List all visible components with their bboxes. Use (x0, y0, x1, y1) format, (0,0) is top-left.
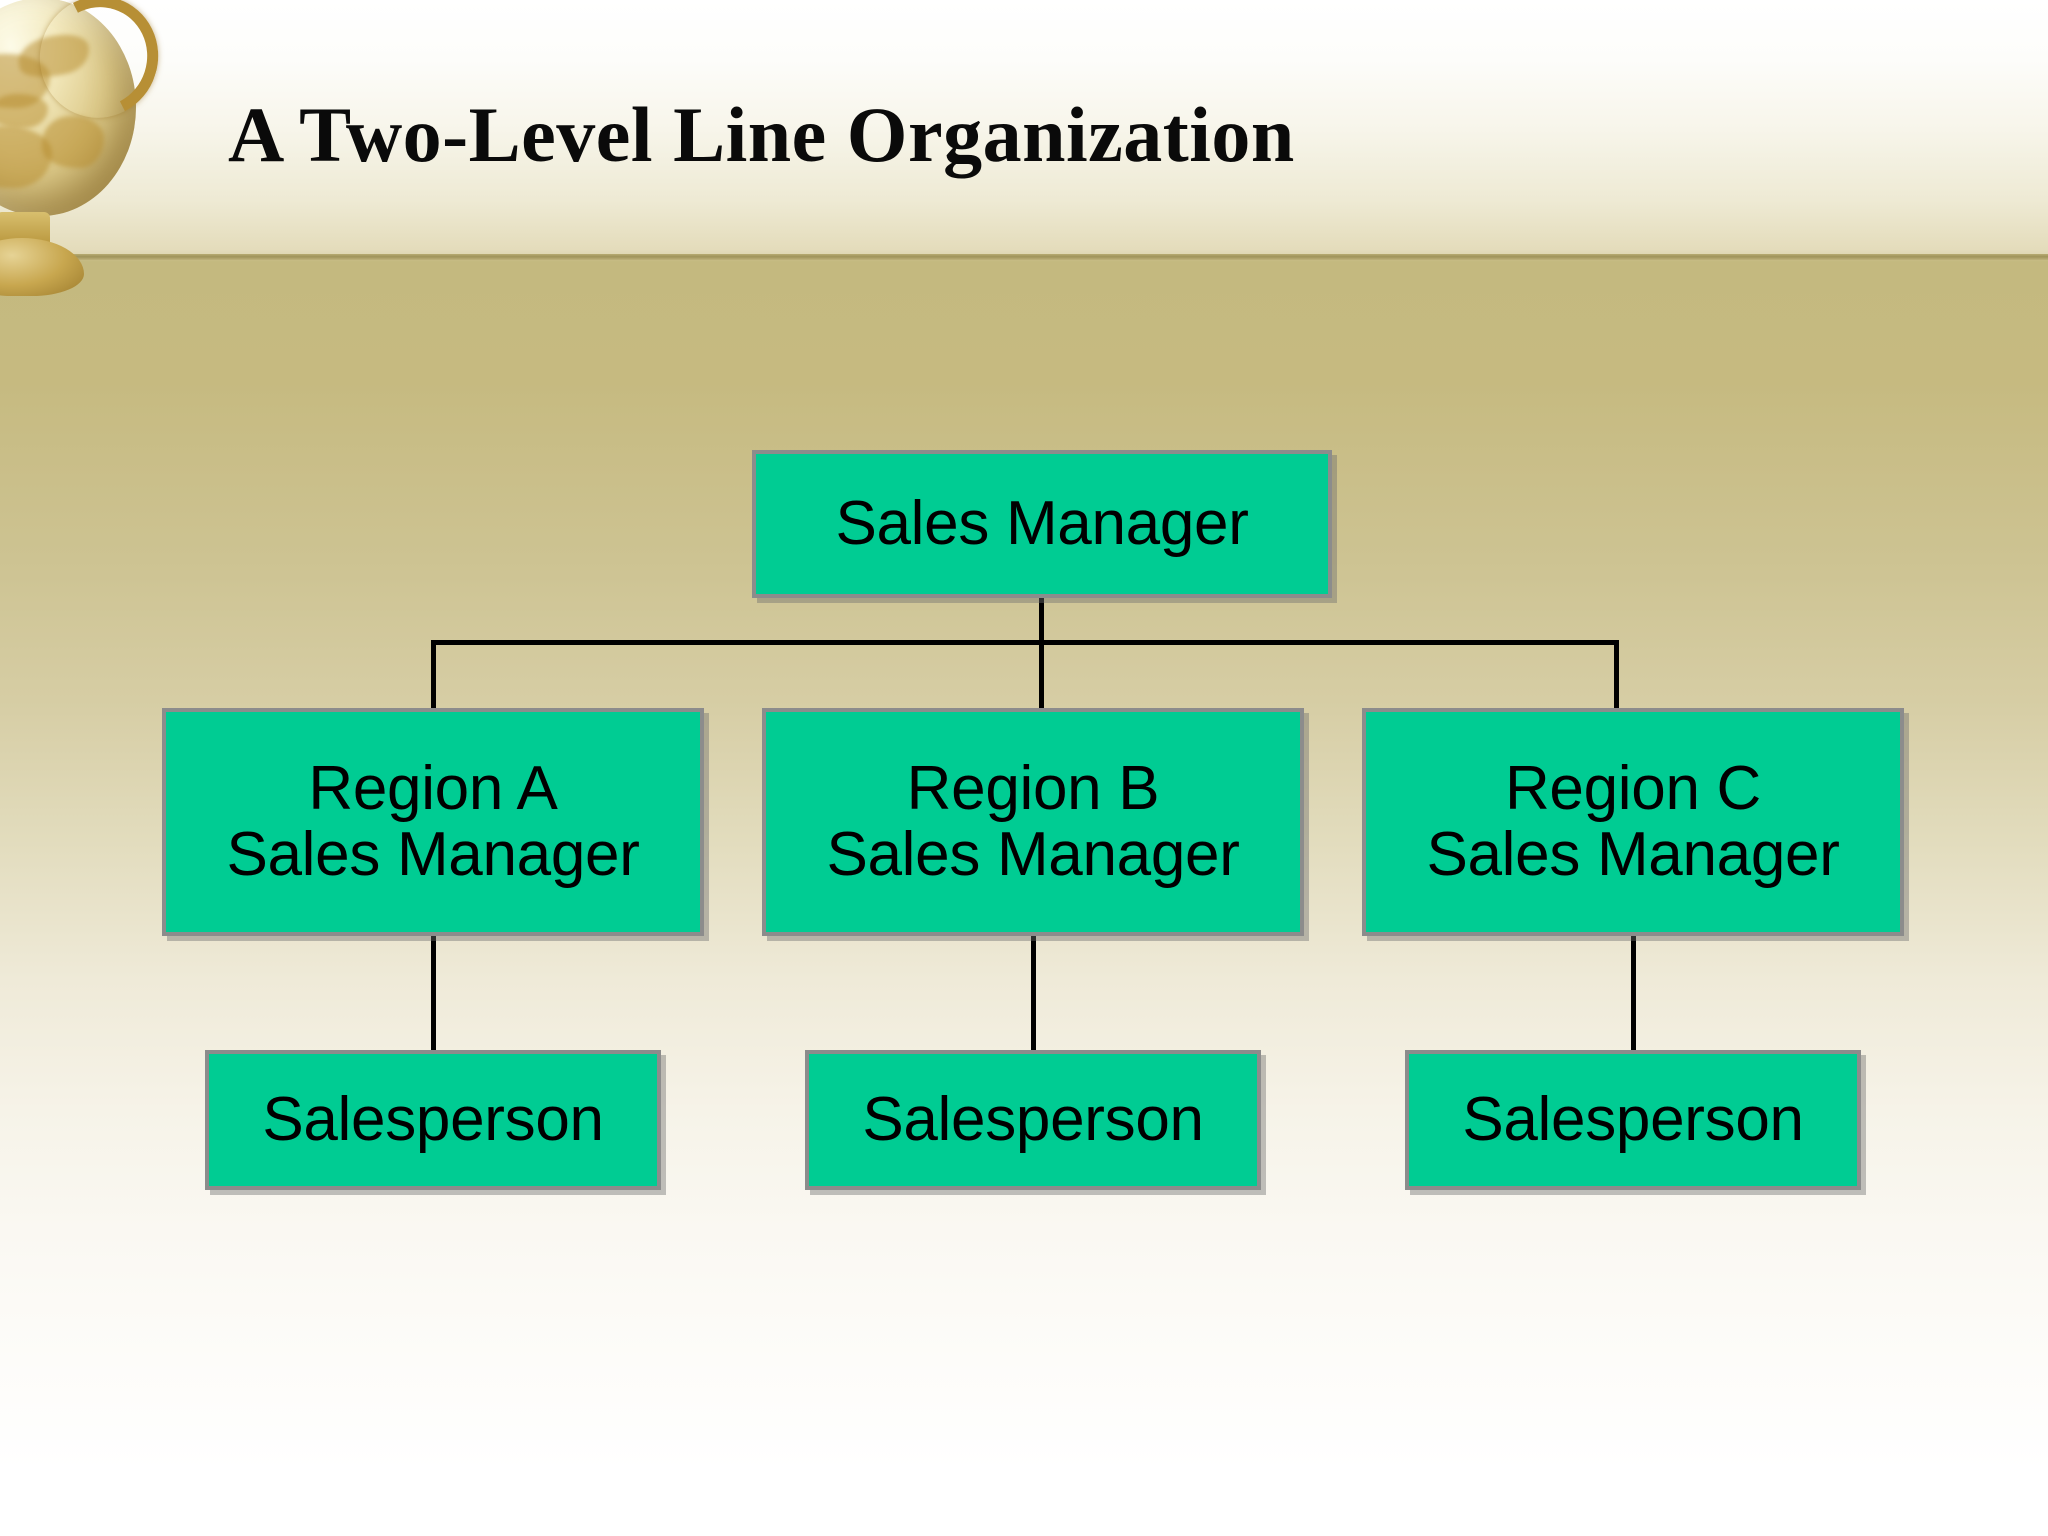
connector-drop-region-a (431, 640, 436, 710)
page-title: A Two-Level Line Organization (228, 91, 1295, 178)
connector-salesperson-b (1031, 936, 1036, 1052)
globe-sphere (0, 0, 136, 216)
connector-horizontal-bus (433, 640, 1619, 645)
connector-root-stem (1039, 598, 1044, 644)
org-node-sales-manager[interactable]: Sales Manager (752, 450, 1332, 598)
org-node-region-c[interactable]: Region C Sales Manager (1362, 708, 1904, 936)
connector-drop-region-b (1039, 640, 1044, 710)
org-node-region-a[interactable]: Region A Sales Manager (162, 708, 704, 936)
globe-landmass (0, 94, 48, 128)
connector-drop-region-c (1614, 640, 1619, 710)
org-node-salesperson-c[interactable]: Salesperson (1405, 1050, 1861, 1190)
slide-header-background (0, 0, 2048, 256)
org-node-salesperson-a[interactable]: Salesperson (205, 1050, 661, 1190)
org-node-region-b[interactable]: Region B Sales Manager (762, 708, 1304, 936)
org-node-salesperson-b[interactable]: Salesperson (805, 1050, 1261, 1190)
connector-salesperson-a (431, 936, 436, 1052)
globe-landmass (42, 116, 104, 168)
globe-icon (0, 0, 174, 300)
connector-salesperson-c (1631, 936, 1636, 1052)
header-divider-rule (0, 254, 2048, 260)
